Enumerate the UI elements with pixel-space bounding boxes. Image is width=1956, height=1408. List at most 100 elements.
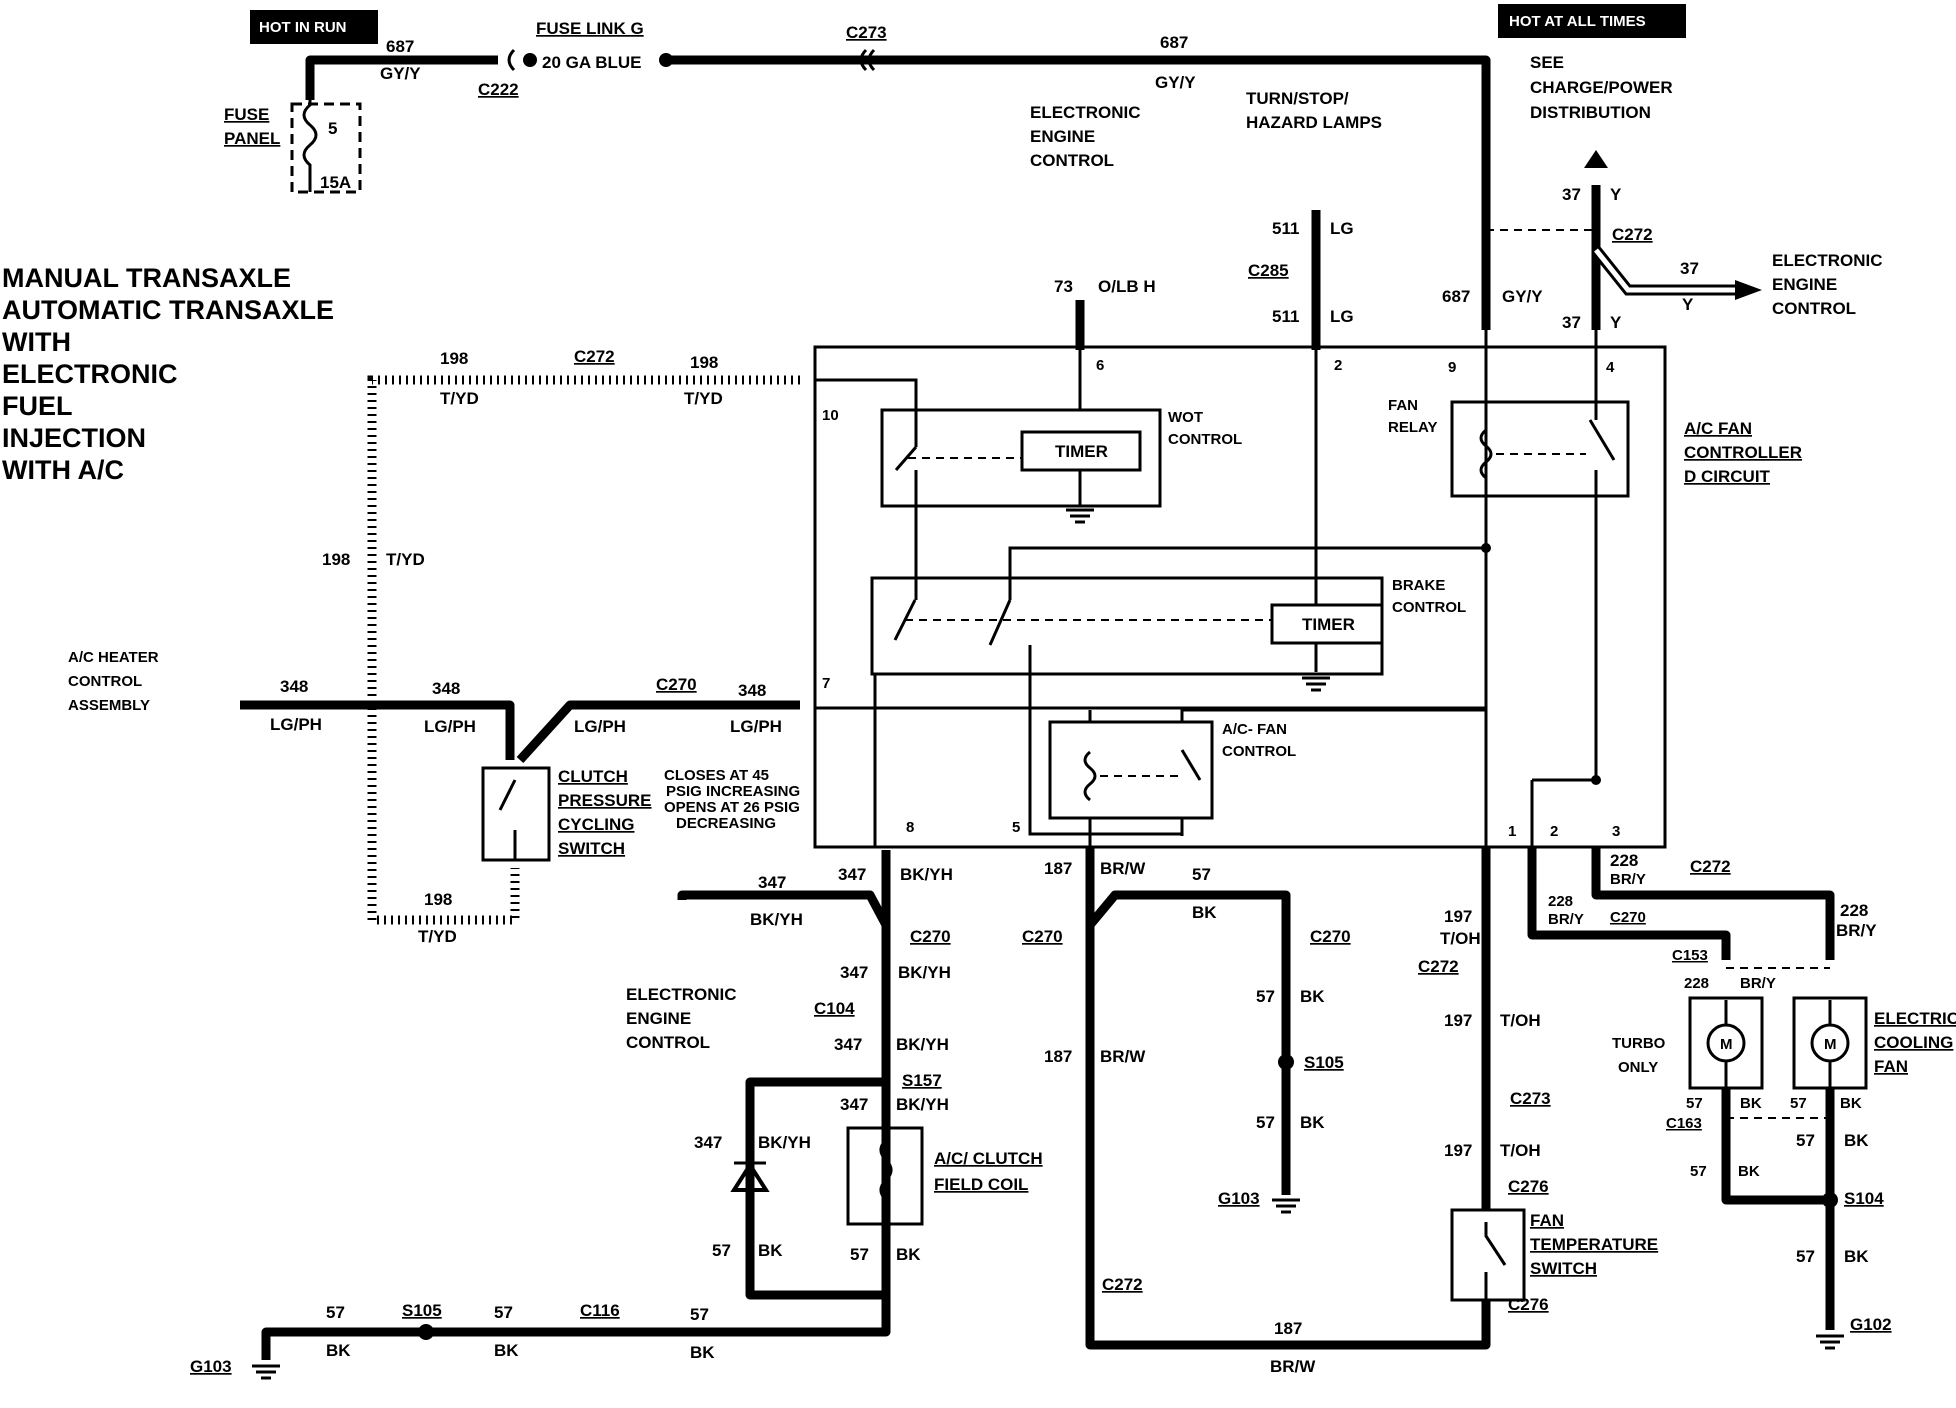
title-line-7: WITH A/C (2, 455, 124, 485)
fan-relay-leads (1484, 330, 1598, 848)
internal-pin2 (1530, 778, 1596, 848)
ac-fan-controller-module (813, 345, 1667, 849)
wire-label-lgph-b: LG/PH (424, 717, 476, 736)
fuse-panel: FUSE PANEL 5 15A (224, 62, 362, 194)
electric-fan-label-3: FAN (1874, 1057, 1908, 1076)
wire-label-57-coil: 57 (850, 1245, 869, 1264)
wire-label-347-a: 347 (758, 873, 786, 892)
wire-label-348-b: 348 (432, 679, 460, 698)
ground-g103-mid-symbol (1272, 1198, 1300, 1214)
ac-heater-label-2: CONTROL (68, 673, 142, 690)
acfan-control-label-2: CONTROL (1222, 743, 1296, 760)
fuse-number: 5 (328, 119, 337, 138)
title-line-1: MANUAL TRANSAXLE (2, 263, 291, 293)
clutch-note-2: PSIG INCREASING (666, 783, 800, 800)
wire-label-198-a: 198 (440, 349, 468, 368)
clutch-label-4: SWITCH (558, 839, 625, 858)
pin-4: 4 (1606, 359, 1615, 376)
eec-right-2: ENGINE (1772, 275, 1837, 294)
turbo-motor-label: M (1720, 1036, 1733, 1053)
acfan-control-box (1048, 720, 1214, 820)
brake-bus (1008, 546, 1486, 600)
wire-label-brw-c: BR/W (1270, 1357, 1316, 1376)
wire-187 (1085, 848, 1491, 1350)
turbo-only-label-1: TURBO (1612, 1035, 1666, 1052)
ground-g103-left: G103 (190, 1357, 232, 1376)
wire-label-bk-f3: BK (1844, 1131, 1869, 1150)
wire-label-bkyh-a: BK/YH (750, 910, 803, 929)
turbo-only-label-2: ONLY (1618, 1059, 1658, 1076)
wire-label-187-c: 187 (1274, 1319, 1302, 1338)
wire-label-228-a: 228 (1610, 851, 1638, 870)
wire-347-main (677, 890, 891, 1300)
connector-c272-228: C272 (1690, 857, 1731, 876)
wire-label-lgph-a: LG/PH (270, 715, 322, 734)
wire-label-228-d: 228 (1684, 975, 1709, 992)
wire-label-348-c: 348 (738, 681, 766, 700)
wire-label-187-b: 187 (1044, 1047, 1072, 1066)
pin-2-bottom: 2 (1550, 823, 1558, 840)
eec-top-3: CONTROL (1030, 151, 1114, 170)
brake-switch-blades (893, 599, 1012, 646)
wire-label-57-f2: 57 (1790, 1095, 1807, 1112)
wire-label-37-c: 37 (1562, 313, 1581, 332)
connector-c272-198: C272 (574, 347, 615, 366)
fuse-link-dot-2 (659, 53, 673, 67)
connector-c222: C222 (478, 80, 519, 99)
wire-label-bk-l3: BK (690, 1343, 715, 1362)
wire-57-g103 (1086, 890, 1291, 1195)
wire-label-bk-l2: BK (494, 1341, 519, 1360)
wire-228-right (1591, 848, 1835, 960)
wire-label-37-b: 37 (1680, 259, 1699, 278)
pin-5: 5 (1012, 819, 1020, 836)
connector-c116: C116 (580, 1301, 620, 1320)
fan-relay-label-2: RELAY (1388, 419, 1437, 436)
wire-228-left (1527, 848, 1731, 960)
brake-timer-label: TIMER (1302, 615, 1355, 634)
pin-6: 6 (1096, 357, 1104, 374)
ac-heater-label-3: ASSEMBLY (68, 697, 150, 714)
wire-label-bry-c: BR/Y (1548, 911, 1584, 928)
pin-10: 10 (822, 407, 839, 424)
title-line-3: WITH (2, 327, 71, 357)
diode-symbol (730, 1161, 770, 1192)
fuse-panel-label-1: FUSE (224, 105, 269, 124)
wire-label-687-c: 687 (1442, 287, 1470, 306)
wire-label-bk-f1: BK (1740, 1095, 1762, 1112)
fan-relay-box (1450, 400, 1630, 498)
acfan-coil (1083, 750, 1097, 802)
clutch-note-1: CLOSES AT 45 (664, 767, 769, 784)
wire-label-gyy-b: GY/Y (1155, 73, 1196, 92)
wire-348 (240, 700, 800, 764)
wire-label-57-l1: 57 (326, 1303, 345, 1322)
wire-label-347-d: 347 (834, 1035, 862, 1054)
wire-label-348-a: 348 (280, 677, 308, 696)
eec-bottom-2: ENGINE (626, 1009, 691, 1028)
title-line-4: ELECTRONIC (2, 359, 178, 389)
wire-label-toh-c: T/OH (1500, 1141, 1541, 1160)
wire-label-bry-d: BR/Y (1740, 975, 1776, 992)
connector-c273-top: C273 (846, 23, 887, 42)
pin-9: 9 (1448, 359, 1456, 376)
wire-label-bkyh-d: BK/YH (896, 1035, 949, 1054)
arrow-right-eec (1735, 280, 1762, 300)
wire-label-bry-a: BR/Y (1610, 871, 1646, 888)
charge-power-label: CHARGE/POWER (1530, 78, 1673, 97)
fan-temp-label-2: TEMPERATURE (1530, 1235, 1658, 1254)
wire-label-bkyh-f: BK/YH (758, 1133, 811, 1152)
wire-label-tyd-b: T/YD (684, 389, 723, 408)
hot-at-all-times-text: HOT AT ALL TIMES (1509, 13, 1646, 30)
ac-clutch-label-1: A/C/ CLUTCH (934, 1149, 1043, 1168)
wire-label-73: 73 (1054, 277, 1073, 296)
connector-c273-top-symbol (859, 48, 876, 72)
splice-s105-left: S105 (402, 1301, 442, 1320)
connector-c273-197: C273 (1510, 1089, 1551, 1108)
wire-label-bk-coil: BK (896, 1245, 921, 1264)
splice-s105-dot (418, 1324, 434, 1340)
connector-c104: C104 (814, 999, 855, 1018)
wire-687-run (305, 55, 498, 100)
wire-label-tyd-d: T/YD (418, 927, 457, 946)
connector-c270-348: C270 (656, 675, 697, 694)
wire-37-eec-outer (1591, 246, 1735, 296)
